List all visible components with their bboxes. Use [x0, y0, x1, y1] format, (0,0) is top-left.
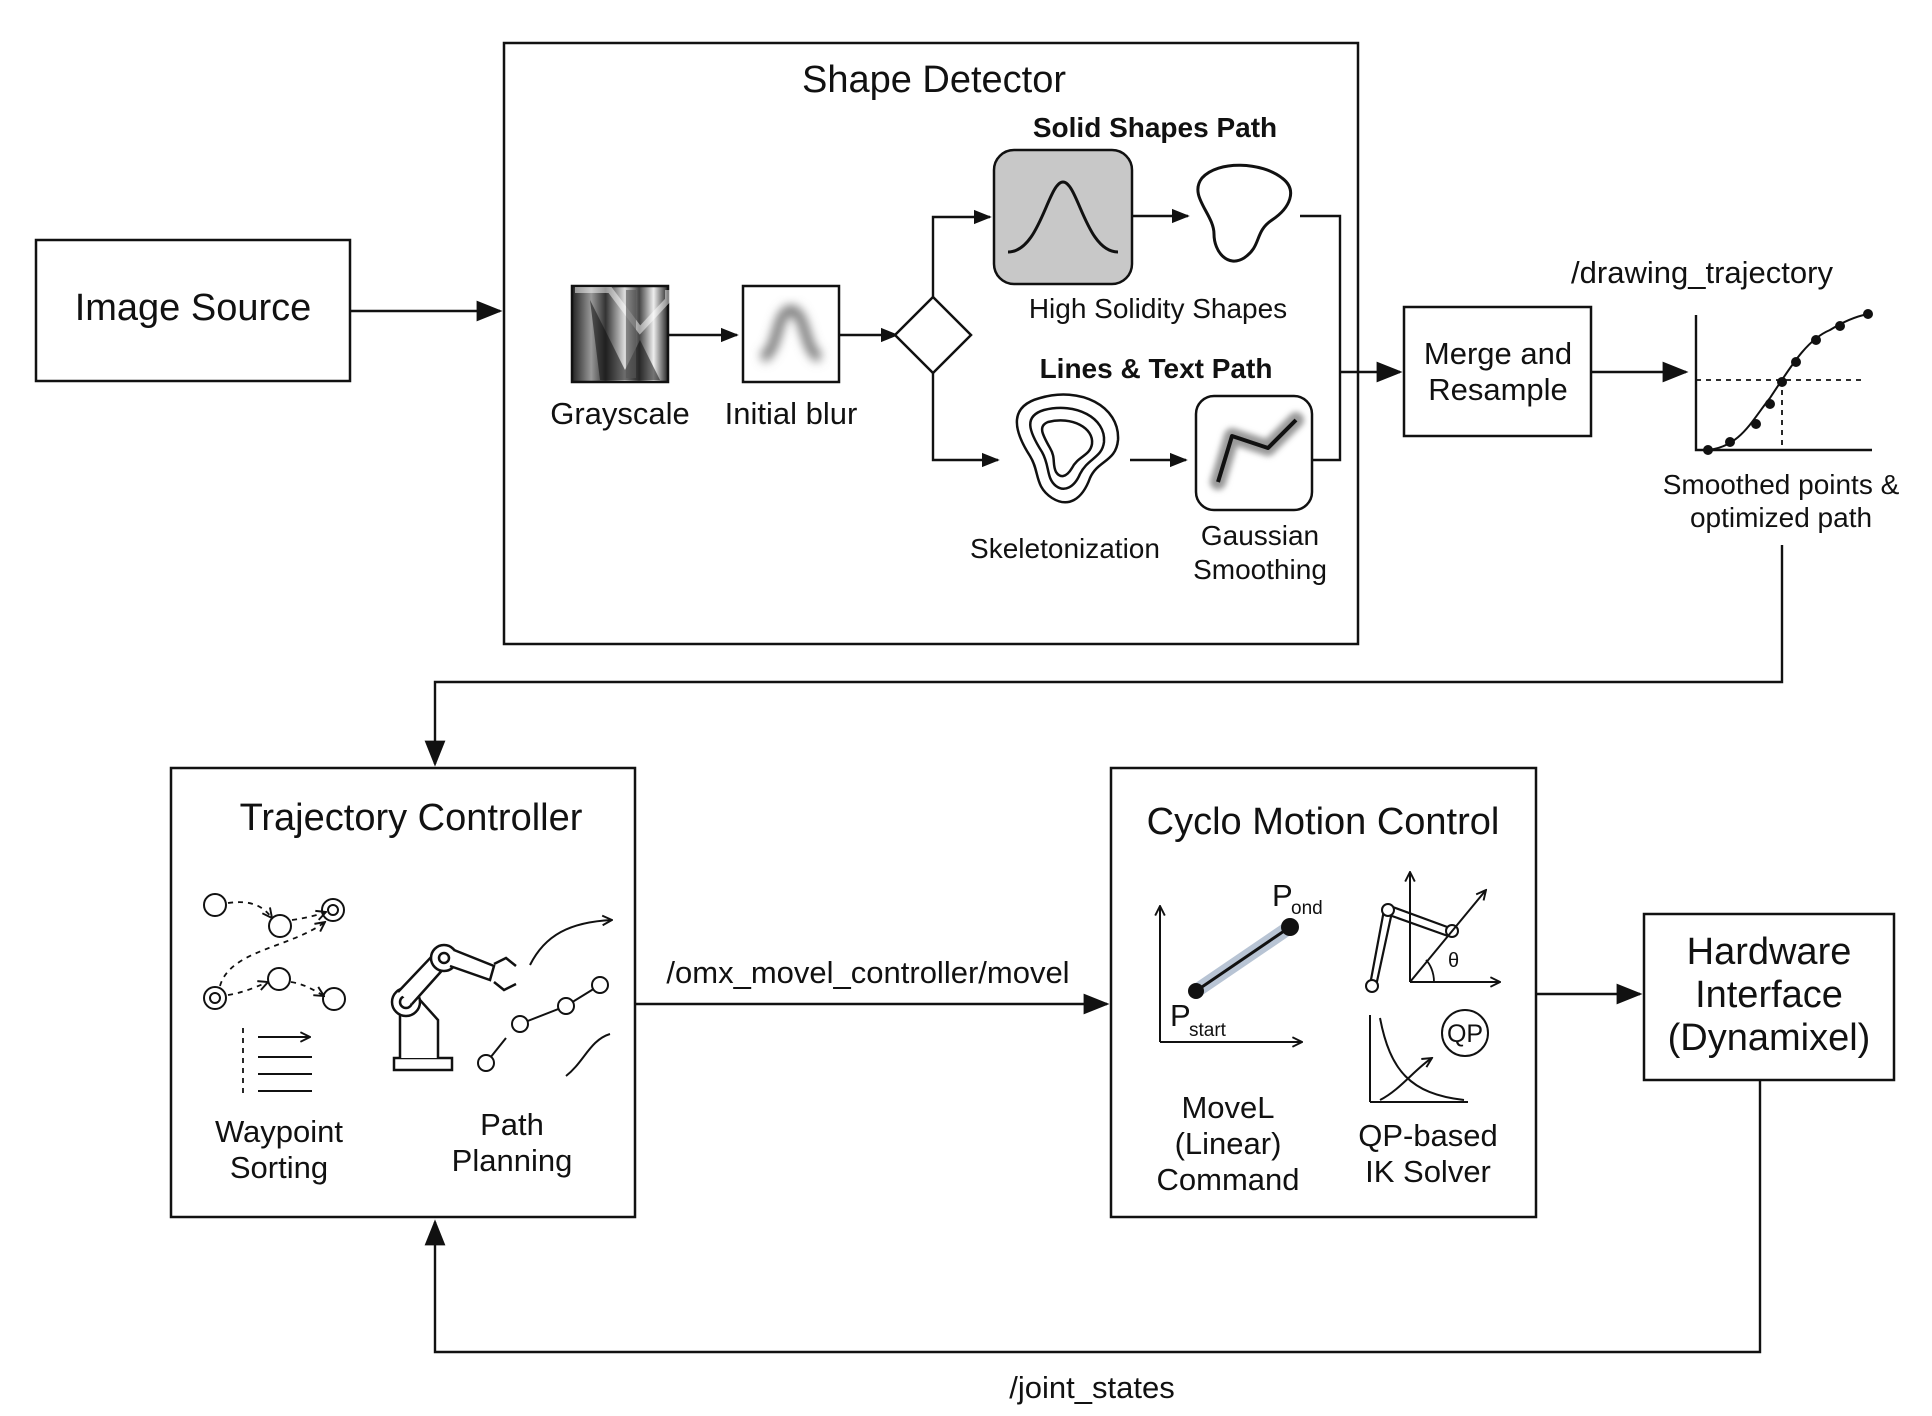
trajectory-controller-title: Trajectory Controller [240, 797, 583, 839]
trajectory-plot-icon [1694, 309, 1873, 455]
join-line-paths [1300, 214, 1342, 462]
smoothed-label-1: Smoothed points & [1663, 469, 1900, 500]
hardware-label-2: Interface [1695, 974, 1843, 1016]
p-end-subscript: ond [1291, 898, 1323, 919]
image-source-label: Image Source [75, 287, 312, 329]
skeleton-contour-icon [1015, 393, 1120, 504]
p-start-label: P [1170, 998, 1191, 1033]
image-source-box: Image Source [34, 238, 352, 383]
robot-arm-icon [390, 920, 612, 1077]
merge-label-1: Merge and [1424, 336, 1572, 371]
qp-solver-label-1: QP-based [1358, 1118, 1498, 1153]
p-start-subscript: start [1189, 1020, 1227, 1041]
initial-blur-label: Initial blur [725, 396, 858, 431]
smoothed-label-2: optimized path [1690, 502, 1872, 533]
movel-label-1: MoveL [1181, 1090, 1274, 1125]
movel-label-3: Command [1157, 1162, 1300, 1197]
waypoint-graph-icon [203, 893, 346, 1094]
merge-label-2: Resample [1428, 372, 1568, 407]
hardware-interface-box: Hardware Interface (Dynamixel) [1642, 912, 1896, 1082]
arrow-path-to-trajectory-controller [424, 545, 1784, 767]
skeletonization-label: Skeletonization [970, 533, 1160, 564]
waypoint-label-1: Waypoint [215, 1114, 343, 1149]
high-solidity-label: High Solidity Shapes [1029, 293, 1287, 324]
cyclo-title: Cyclo Motion Control [1147, 801, 1500, 843]
qp-curve-icon [1369, 1009, 1489, 1103]
grayscale-label: Grayscale [550, 396, 690, 431]
blur-thumbnail [741, 284, 841, 384]
drawing-trajectory-topic: /drawing_trajectory [1571, 255, 1833, 290]
merge-resample-box: Merge and Resample [1402, 305, 1593, 438]
arrow-to-solid-path [931, 209, 992, 297]
waypoint-label-2: Sorting [230, 1150, 328, 1185]
p-end-label: P [1272, 878, 1293, 913]
gaussian-curve-icon [992, 148, 1134, 286]
qp-badge-label: QP [1447, 1020, 1483, 1048]
cyclo-motion-control-box: Cyclo Motion Control [1109, 766, 1538, 1219]
movel-label-2: (Linear) [1175, 1126, 1282, 1161]
linear-move-plot-icon [1160, 906, 1302, 1042]
arrow-joint-states-feedback [424, 1080, 1762, 1354]
ik-arm-icon [1365, 872, 1500, 993]
movel-topic: /omx_movel_controller/movel [666, 955, 1069, 990]
qp-solver-label-2: IK Solver [1365, 1154, 1491, 1189]
theta-label: θ [1448, 950, 1459, 972]
arrow-to-lines-path [931, 373, 1000, 468]
grayscale-thumbnail [570, 284, 671, 384]
shape-detector-title: Shape Detector [802, 59, 1066, 101]
blob-shape-icon [1196, 163, 1293, 263]
gaussian-label-1: Gaussian [1201, 520, 1319, 551]
solid-shapes-path-title: Solid Shapes Path [1033, 112, 1277, 143]
joint-states-topic: /joint_states [1009, 1370, 1174, 1405]
hardware-label-3: (Dynamixel) [1668, 1017, 1871, 1059]
lines-text-path-title: Lines & Text Path [1040, 353, 1273, 384]
hardware-label-1: Hardware [1687, 931, 1852, 973]
path-planning-label-2: Planning [452, 1143, 573, 1178]
gaussian-label-2: Smoothing [1193, 554, 1327, 585]
path-planning-label-1: Path [480, 1107, 544, 1142]
smoothed-polyline-icon [1194, 394, 1314, 512]
